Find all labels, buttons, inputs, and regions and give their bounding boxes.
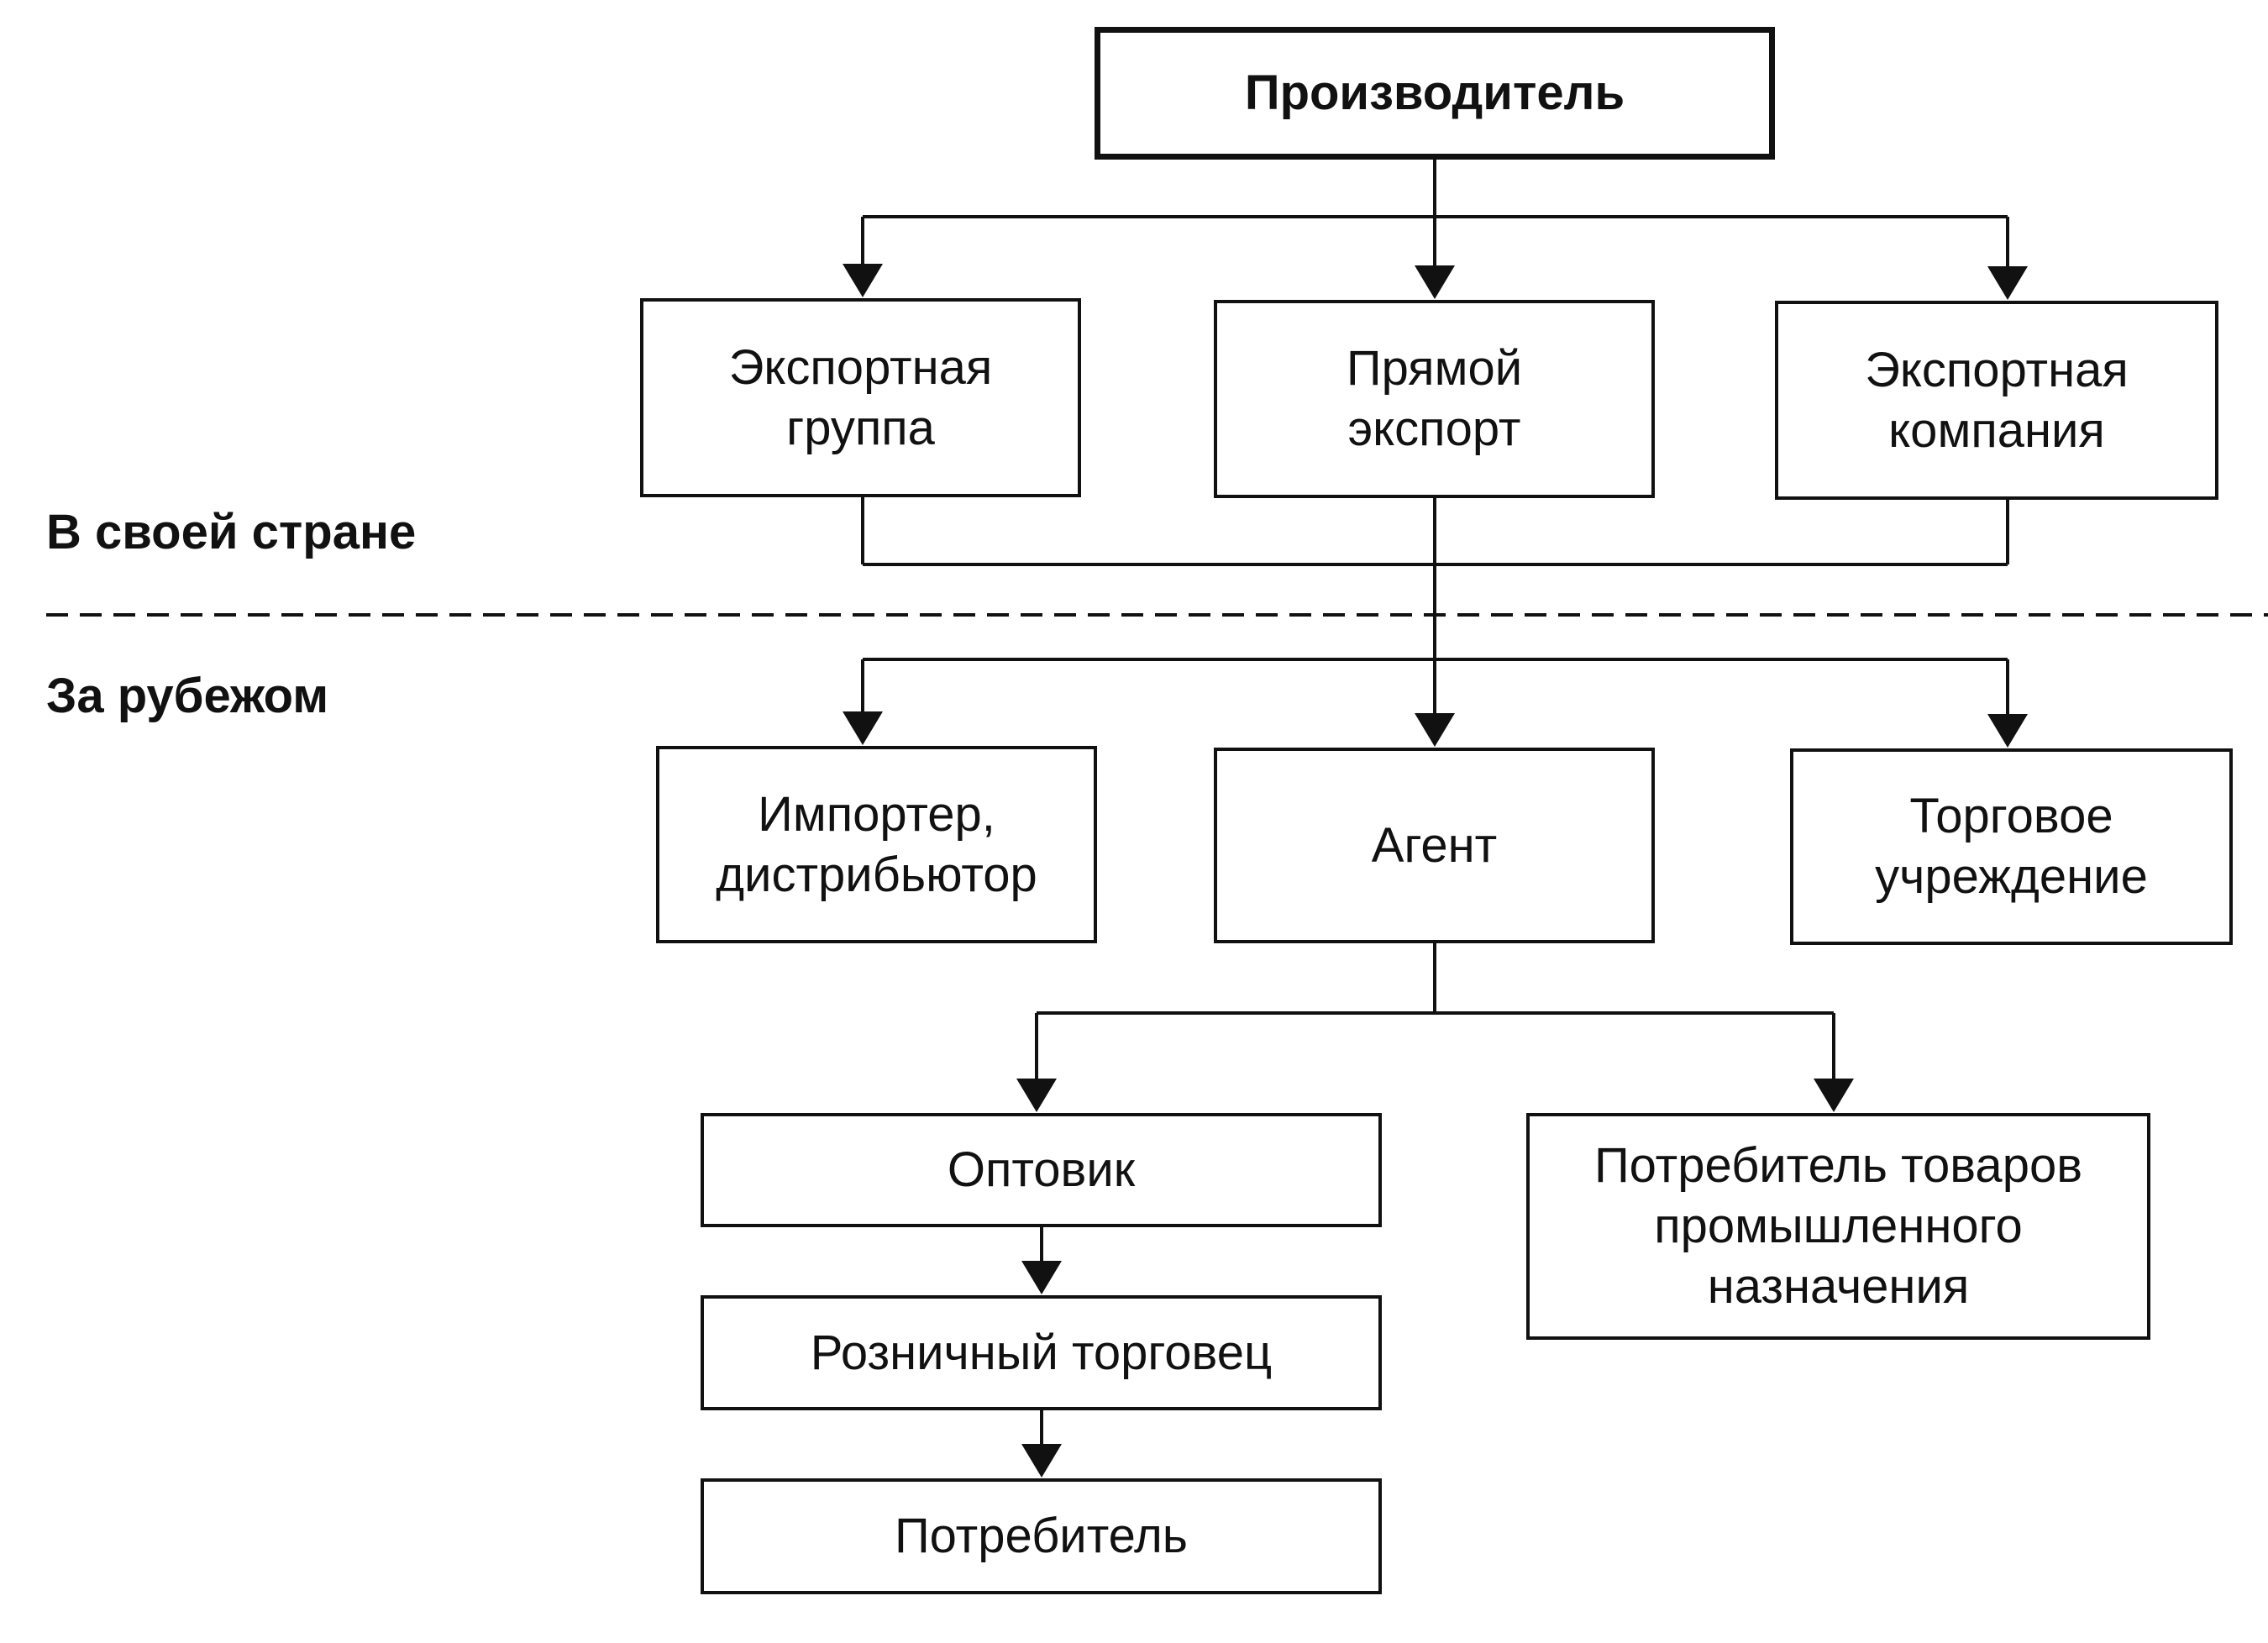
node-retailer: Розничный торговец: [701, 1295, 1382, 1410]
node-producer: Производитель: [1095, 27, 1775, 160]
section-label-abroad: За рубежом: [46, 669, 329, 723]
node-wholesaler: Оптовик: [701, 1113, 1382, 1227]
node-export-group: Экспортная группа: [640, 298, 1081, 497]
node-industrial-consumer: Потребитель товаров промышленного назнач…: [1526, 1113, 2150, 1340]
node-consumer: Потребитель: [701, 1478, 1382, 1594]
node-trade-office: Торговое учреждение: [1790, 748, 2233, 945]
section-label-domestic: В своей стране: [46, 505, 417, 559]
node-agent: Агент: [1214, 748, 1655, 943]
node-importer: Импортер, дистрибьютор: [656, 746, 1097, 943]
node-direct-export: Прямой экспорт: [1214, 300, 1655, 498]
node-export-company: Экспортная компания: [1775, 301, 2218, 500]
